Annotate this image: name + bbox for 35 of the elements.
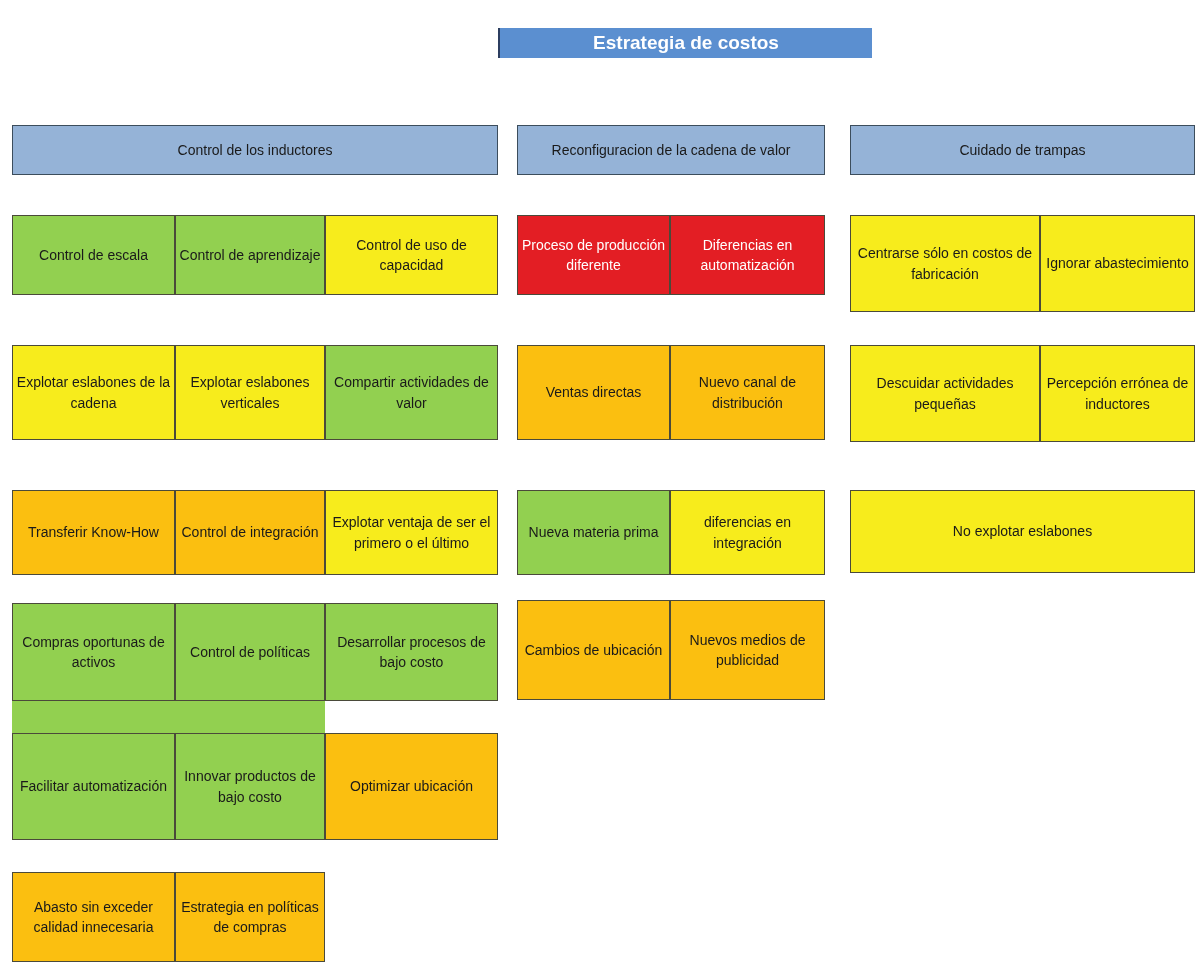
strategy-tile: Nuevo canal de distribución bbox=[670, 345, 825, 440]
strategy-tile: Proceso de producción diferente bbox=[517, 215, 670, 295]
strategy-tile: Cambios de ubicación bbox=[517, 600, 670, 700]
strategy-tile: Diferencias en automatización bbox=[670, 215, 825, 295]
strategy-tile: Compras oportunas de activos bbox=[12, 603, 175, 701]
strategy-tile: Explotar ventaja de ser el primero o el último bbox=[325, 490, 498, 575]
strategy-tile: Ignorar abastecimiento bbox=[1040, 215, 1195, 312]
strategy-tile: Control de integración bbox=[175, 490, 325, 575]
strategy-tile: Innovar productos de bajo costo bbox=[175, 733, 325, 840]
strategy-tile: Explotar eslabones verticales bbox=[175, 345, 325, 440]
strategy-tile: Control de aprendizaje bbox=[175, 215, 325, 295]
strategy-tile: Abasto sin exceder calidad innecesaria bbox=[12, 872, 175, 962]
strategy-tile: Optimizar ubicación bbox=[325, 733, 498, 840]
strategy-tile: Explotar eslabones de la cadena bbox=[12, 345, 175, 440]
strategy-tile: Control de políticas bbox=[175, 603, 325, 701]
strategy-tile: No explotar eslabones bbox=[850, 490, 1195, 573]
strategy-tile: Centrarse sólo en costos de fabricación bbox=[850, 215, 1040, 312]
strategy-tile: diferencias en integración bbox=[670, 490, 825, 575]
strategy-tile: Nuevos medios de publicidad bbox=[670, 600, 825, 700]
strategy-tile: Ventas directas bbox=[517, 345, 670, 440]
strategy-tile: Estrategia en políticas de compras bbox=[175, 872, 325, 962]
strategy-tile: Compartir actividades de valor bbox=[325, 345, 498, 440]
strategy-tile: Descuidar actividades pequeñas bbox=[850, 345, 1040, 442]
strategy-tile: Percepción errónea de inductores bbox=[1040, 345, 1195, 442]
strategy-tile: Control de uso de capacidad bbox=[325, 215, 498, 295]
strategy-tile: Desarrollar procesos de bajo costo bbox=[325, 603, 498, 701]
strategy-tile: Transferir Know-How bbox=[12, 490, 175, 575]
column-header: Cuidado de trampas bbox=[850, 125, 1195, 175]
column-header: Control de los inductores bbox=[12, 125, 498, 175]
column-header: Reconfiguracion de la cadena de valor bbox=[517, 125, 825, 175]
title-banner: Estrategia de costos bbox=[498, 28, 872, 58]
strategy-tile: Nueva materia prima bbox=[517, 490, 670, 575]
strategy-tile: Control de escala bbox=[12, 215, 175, 295]
filler-bar bbox=[12, 701, 325, 733]
strategy-tile: Facilitar automatización bbox=[12, 733, 175, 840]
